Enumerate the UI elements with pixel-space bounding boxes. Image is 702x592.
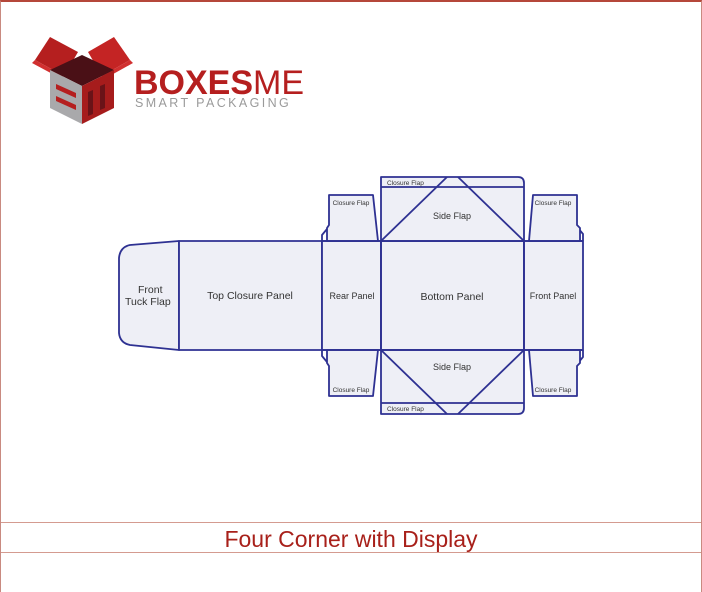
front-panel-label: Front Panel: [530, 291, 577, 301]
closure-flap-top-right-label: Closure Flap: [535, 200, 572, 207]
closure-flap-bottom-center-label: Closure Flap: [387, 406, 424, 413]
top-closure-panel: [178, 240, 323, 351]
open-box-logo-icon: [32, 37, 133, 124]
caption-bottom-rule: [1, 552, 701, 553]
rear-panel-label: Rear Panel: [329, 291, 374, 301]
top-closure-panel-label: Top Closure Panel: [207, 290, 293, 302]
side-flap-bottom-label: Side Flap: [433, 362, 471, 372]
brand-name: BOXESME: [134, 64, 304, 103]
bottom-panel-label: Bottom Panel: [420, 291, 483, 303]
closure-flap-bottom-right-label: Closure Flap: [535, 387, 572, 394]
side-flap-top: [380, 176, 525, 242]
closure-flap-top-left-label: Closure Flap: [333, 200, 370, 207]
brand-name-bold: BOXES: [134, 64, 254, 102]
side-flap-bottom: [380, 349, 525, 415]
front-tuck-flap: [118, 240, 180, 351]
caption-top-rule: [1, 522, 701, 523]
brand-tagline: SMART PACKAGING: [135, 96, 292, 110]
box-dieline-diagram: Front Tuck Flap Top Closure Panel Rear P…: [118, 176, 584, 415]
front-panel: [523, 240, 584, 351]
brand-name-light: ME: [253, 64, 305, 102]
diagram-caption: Four Corner with Display: [224, 526, 478, 552]
front-tuck-flap-label-1: Front: [138, 284, 163, 296]
front-tuck-flap-label-2: Tuck Flap: [125, 296, 171, 308]
closure-flap-bottom-left-label: Closure Flap: [333, 387, 370, 394]
side-flap-top-label: Side Flap: [433, 211, 471, 221]
closure-flap-top-center-label: Closure Flap: [387, 180, 424, 187]
